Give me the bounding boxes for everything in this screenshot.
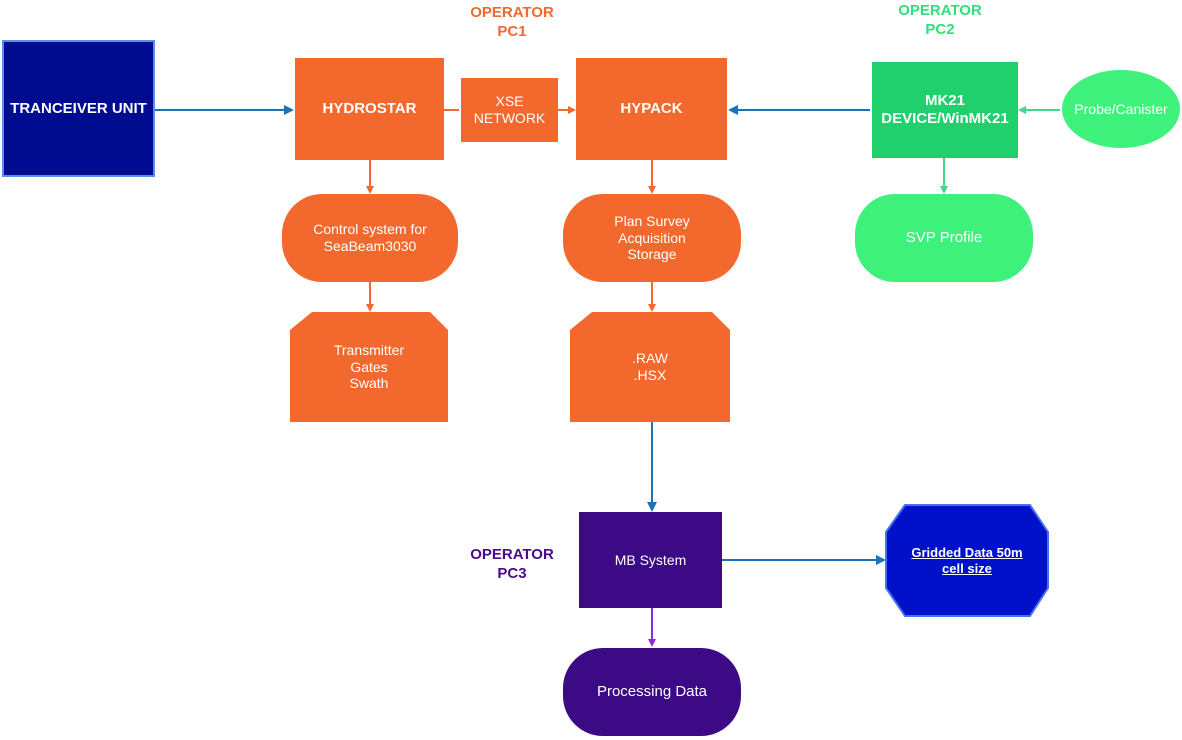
processing-data-node: Processing Data [563, 648, 741, 736]
plan-survey-node: Plan Survey Acquisition Storage [563, 194, 741, 282]
gridded-shape [885, 504, 1049, 617]
operator-pc3-label: OPERATOR PC3 [470, 546, 554, 582]
mk21-device-box: MK21 DEVICE/WinMK21 [872, 62, 1018, 158]
tranceiver-unit-box: TRANCEIVER UNIT [2, 40, 155, 177]
gridded-data-node: Gridded Data 50m cell size [911, 544, 1023, 576]
hydrostar-box: HYDROSTAR [295, 58, 444, 160]
hypack-box: HYPACK [576, 58, 727, 160]
control-system-node: Control system for SeaBeam3030 [282, 194, 458, 282]
transmitter-node: Transmitter Gates Swath [333, 341, 405, 392]
transmitter-shape [290, 312, 448, 422]
mb-system-box: MB System [579, 512, 722, 608]
svp-profile-node: SVP Profile [855, 194, 1033, 282]
raw-hsx-node: .RAW .HSX [631, 350, 669, 383]
xse-network-box: XSE NETWORK [461, 78, 558, 142]
probe-canister-ellipse: Probe/Canister [1062, 70, 1180, 148]
operator-pc1-label: OPERATOR PC1 [470, 4, 554, 40]
operator-pc2-label: OPERATOR PC2 [898, 2, 982, 38]
raw-shape [570, 312, 730, 422]
